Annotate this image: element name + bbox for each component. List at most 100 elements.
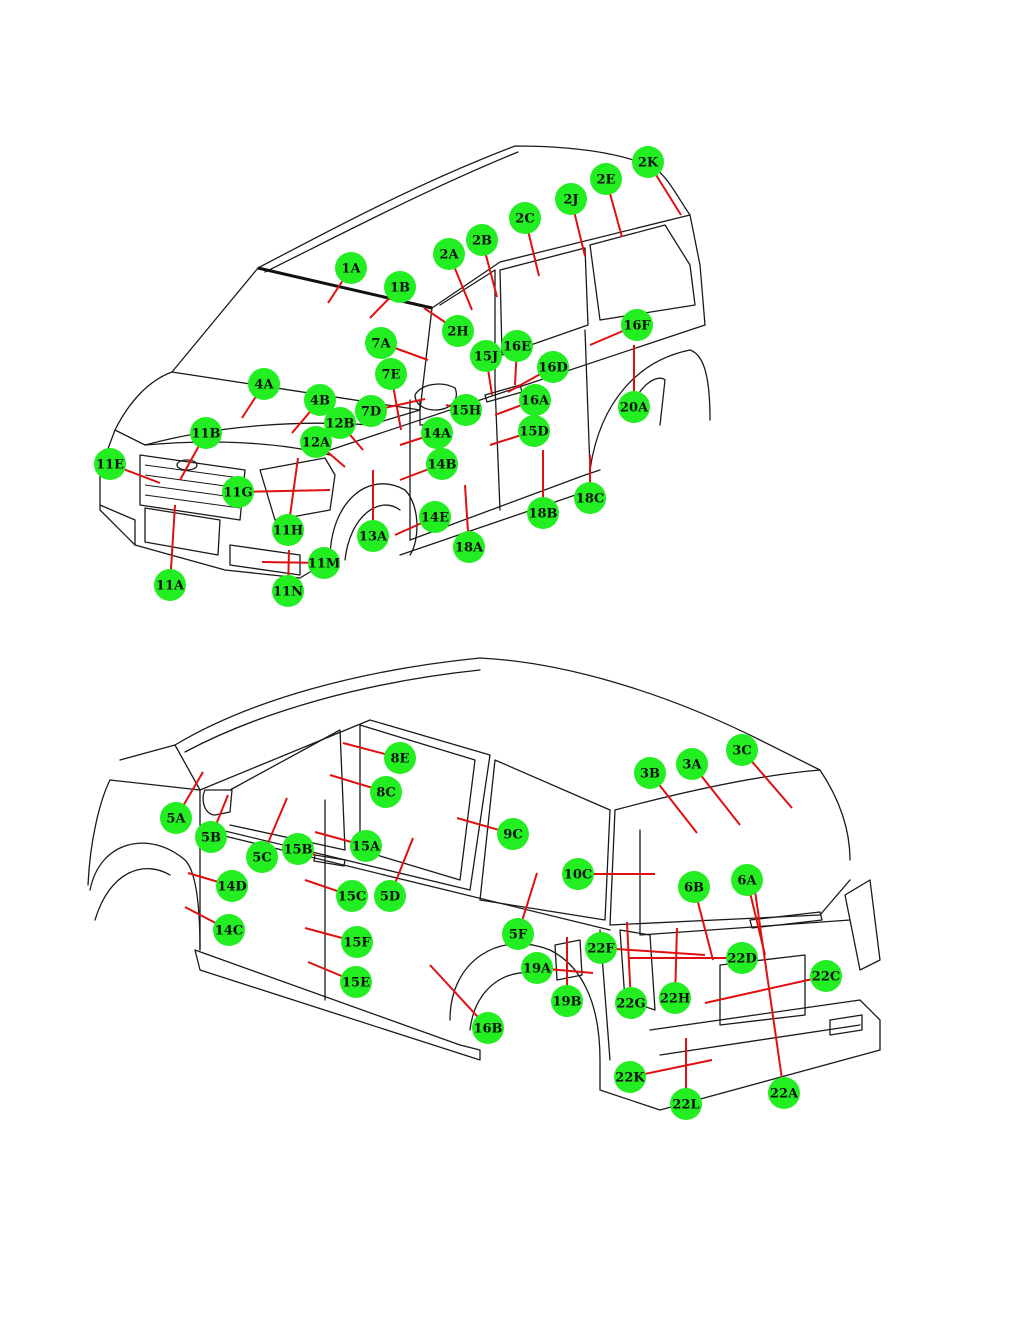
callout-label: 20A — [620, 401, 649, 416]
callout-label: 22C — [812, 970, 840, 985]
callout-5c: 5C — [246, 841, 278, 873]
callout-label: 8E — [391, 752, 410, 767]
callout-22c: 22C — [810, 960, 842, 992]
callout-16d: 16D — [537, 351, 569, 383]
callout-15e: 15E — [340, 966, 372, 998]
callout-2c: 2C — [509, 202, 541, 234]
callout-marker — [497, 818, 529, 850]
callout-7a: 7A — [365, 327, 397, 359]
callout-label: 14B — [427, 458, 456, 473]
callout-label: 5B — [201, 831, 221, 846]
callout-label: 22L — [672, 1098, 699, 1113]
callout-label: 8C — [376, 786, 395, 801]
callout-20a: 20A — [618, 391, 650, 423]
callout-label: 18C — [576, 492, 604, 507]
callout-12a: 12A — [300, 426, 332, 458]
callout-marker — [216, 870, 248, 902]
callout-11b: 11B — [190, 417, 222, 449]
callout-label: 3A — [682, 758, 702, 773]
callout-marker — [300, 426, 332, 458]
callout-label: 2B — [472, 234, 492, 249]
callout-4a: 4A — [248, 368, 280, 400]
callout-marker — [501, 330, 533, 362]
callout-marker — [731, 864, 763, 896]
callout-14e: 14E — [419, 501, 451, 533]
callout-marker — [590, 163, 622, 195]
callout-13a: 13A — [357, 520, 389, 552]
callout-2e: 2E — [590, 163, 622, 195]
callout-label: 11E — [96, 458, 124, 473]
callout-marker — [272, 514, 304, 546]
callout-14c: 14C — [213, 914, 245, 946]
callout-14d: 14D — [216, 870, 248, 902]
callout-marker — [213, 914, 245, 946]
callout-marker — [160, 802, 192, 834]
callout-label: 15A — [352, 840, 381, 855]
callout-2a: 2A — [433, 238, 465, 270]
callout-marker — [195, 821, 227, 853]
callout-label: 12A — [302, 436, 331, 451]
rear-view-vehicle-outline — [87, 657, 881, 1111]
leader-lines — [109, 161, 827, 1104]
callout-label: 22G — [616, 997, 645, 1012]
callout-15c: 15C — [336, 880, 368, 912]
callout-marker — [336, 880, 368, 912]
callout-label: 15C — [338, 890, 366, 905]
callout-label: 5C — [252, 851, 271, 866]
callout-marker — [470, 340, 502, 372]
callout-marker — [248, 368, 280, 400]
callout-3c: 3C — [726, 734, 758, 766]
callout-marker — [527, 497, 559, 529]
callout-label: 15D — [519, 425, 548, 440]
callout-label: 15H — [451, 404, 481, 419]
callout-1b: 1B — [384, 271, 416, 303]
callout-marker — [634, 757, 666, 789]
callout-18a: 18A — [453, 531, 485, 563]
callout-label: 14D — [217, 880, 246, 895]
callout-marker — [222, 476, 254, 508]
callout-15f: 15F — [341, 926, 373, 958]
callout-5d: 5D — [374, 880, 406, 912]
callout-marker — [453, 531, 485, 563]
callout-marker — [335, 252, 367, 284]
callout-15b: 15B — [282, 833, 314, 865]
callout-marker — [726, 942, 758, 974]
callout-marker — [466, 224, 498, 256]
callout-label: 11H — [273, 524, 303, 539]
callout-marker — [502, 918, 534, 950]
callout-4b: 4B — [304, 384, 336, 416]
callout-11a: 11A — [154, 569, 186, 601]
callout-label: 15E — [342, 976, 370, 991]
callout-marker — [810, 960, 842, 992]
callout-label: 22D — [727, 952, 756, 967]
callout-marker — [509, 202, 541, 234]
callout-label: 5F — [509, 928, 528, 943]
callout-label: 12B — [325, 417, 354, 432]
callout-marker — [304, 384, 336, 416]
callout-label: 22K — [615, 1071, 645, 1086]
callout-label: 14C — [215, 924, 243, 939]
callout-label: 9C — [503, 828, 522, 843]
callout-14a: 14A — [421, 417, 453, 449]
callout-label: 3C — [732, 744, 751, 759]
callout-marker — [659, 982, 691, 1014]
callout-16e: 16E — [501, 330, 533, 362]
callout-22a: 22A — [768, 1077, 800, 1109]
callout-11h: 11H — [272, 514, 304, 546]
callout-label: 2C — [515, 212, 534, 227]
callout-marker — [308, 547, 340, 579]
callout-label: 11N — [273, 585, 303, 600]
callout-label: 6A — [737, 874, 757, 889]
callout-label: 2K — [638, 156, 659, 171]
callout-16b: 16B — [472, 1012, 504, 1044]
callout-label: 22H — [660, 992, 690, 1007]
callout-marker — [190, 417, 222, 449]
callout-marker — [421, 417, 453, 449]
callout-10c: 10C — [562, 858, 594, 890]
callout-label: 16F — [623, 319, 651, 334]
callout-label: 3B — [640, 767, 660, 782]
callout-11e: 11E — [94, 448, 126, 480]
callout-label: 18A — [455, 541, 484, 556]
